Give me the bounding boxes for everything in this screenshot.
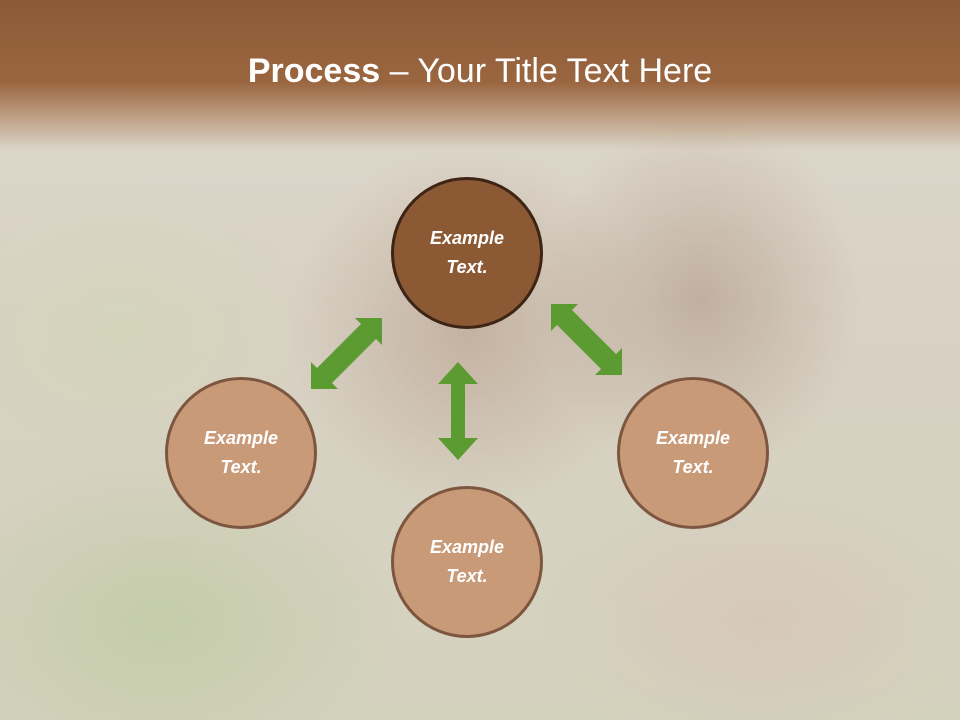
process-node-left[interactable]: Example Text. xyxy=(165,377,317,529)
title-bold: Process xyxy=(247,52,381,90)
process-node-right[interactable]: Example Text. xyxy=(617,377,769,529)
node-text: Example Text. xyxy=(429,228,505,277)
title-bar xyxy=(0,0,960,150)
slide-title[interactable]: Process – Your Title Text Here xyxy=(0,52,960,91)
arrow-top-left xyxy=(311,318,382,389)
node-text: Example Text. xyxy=(429,537,505,586)
node-text: Example Text. xyxy=(655,428,731,477)
process-node-bottom[interactable]: Example Text. xyxy=(391,486,543,638)
node-text: Example Text. xyxy=(203,428,279,477)
title-rest: – Your Title Text Here xyxy=(380,52,713,90)
arrow-vertical xyxy=(438,362,478,460)
arrow-top-right xyxy=(551,304,622,375)
process-node-top[interactable]: Example Text. xyxy=(391,177,543,329)
